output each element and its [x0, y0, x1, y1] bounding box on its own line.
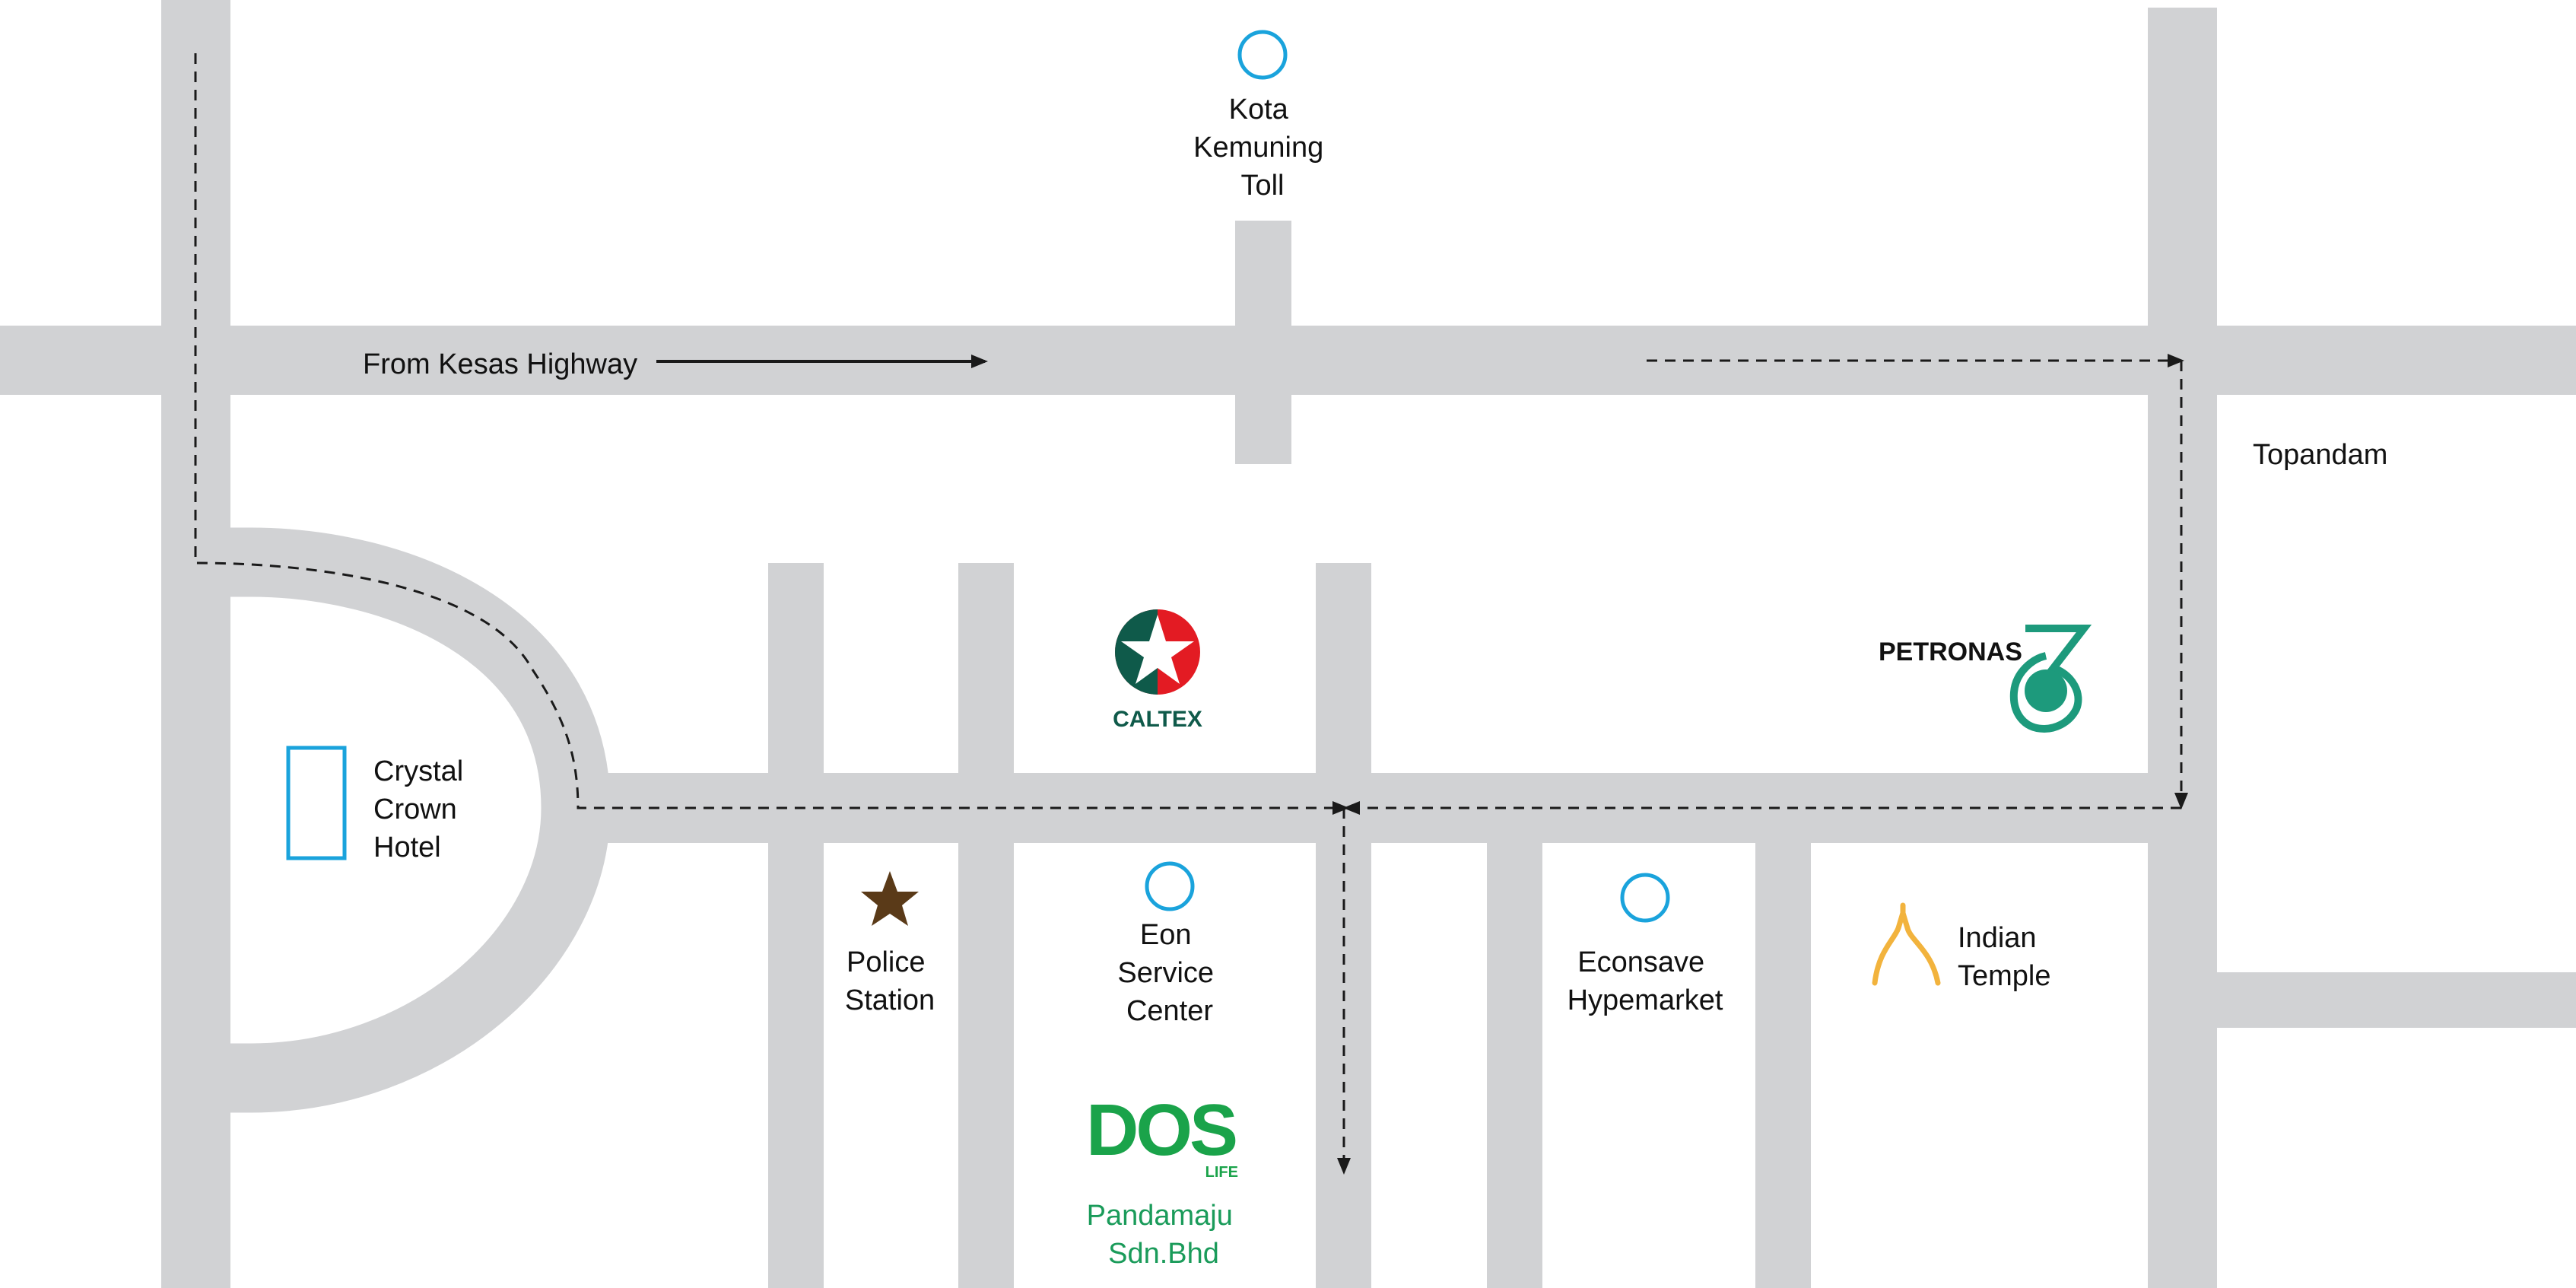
petronas-logo[interactable]: PETRONAS	[1879, 625, 2092, 733]
road-right-vertical	[2148, 8, 2217, 1288]
circle-ring-icon	[1145, 861, 1195, 911]
police-label-line-2: Station	[845, 984, 935, 1016]
caltex-star	[1121, 615, 1194, 684]
petronas-logo-text: PETRONAS	[1879, 638, 2022, 666]
dos-logo-subtext: LIFE	[1205, 1164, 1238, 1181]
temple-label-line-1: Indian	[1958, 922, 2037, 954]
poi-kota-kemuning-toll[interactable]: Kota Kemuning Toll	[1193, 30, 1332, 202]
hotel-label-line-1: Crystal	[373, 755, 463, 787]
hotel-label-line-2: Crown	[373, 793, 457, 825]
temple-label-line-2: Temple	[1958, 960, 2051, 992]
econsave-label-line-1: Econsave	[1577, 946, 1704, 978]
route-lines	[194, 53, 2188, 1175]
toll-label-line-2: Kemuning	[1193, 132, 1323, 164]
caltex-logo-text: CALTEX	[1113, 707, 1202, 732]
road-toll-stub	[1235, 221, 1291, 464]
poi-eon-service-center[interactable]: Eon Service Center	[1117, 861, 1221, 1027]
svg-text:Kota Kemuning Toll: Kota Kemuning Toll	[1193, 94, 1332, 202]
svg-text:Eon Service Center: Eon Service Center	[1117, 919, 1221, 1027]
route-path-left	[194, 53, 1349, 815]
road-lower-5	[1755, 843, 1811, 1288]
road-lower-4	[1487, 843, 1542, 1288]
poi-police-station[interactable]: Police Station	[845, 871, 935, 1016]
topandam-label: Topandam	[2253, 439, 2387, 471]
hotel-label-line-3: Hotel	[373, 832, 441, 863]
pandamaju-label-line-1: Pandamaju	[1087, 1200, 1233, 1232]
petronas-drop-icon	[2009, 625, 2092, 733]
star-icon	[861, 871, 919, 926]
dos-logo-text: DOS	[1086, 1089, 1236, 1171]
svg-text:Econsave Hypemarket: Econsave Hypemarket	[1568, 946, 1723, 1016]
circle-ring-icon	[1237, 30, 1288, 80]
eon-label-line-2: Service	[1117, 957, 1214, 989]
petronas-drop-fill	[2025, 669, 2067, 712]
poi-pandamaju[interactable]: Pandamaju Sdn.Bhd	[1087, 1200, 1241, 1270]
toll-label-line-3: Toll	[1240, 170, 1284, 202]
highway-label: From Kesas Highway	[363, 348, 637, 380]
circle-ring-icon	[1620, 873, 1670, 923]
eon-label-line-1: Eon	[1140, 919, 1192, 951]
poi-crystal-crown-hotel[interactable]: Crystal Crown Hotel	[286, 746, 472, 863]
svg-text:Police Station: Police Station	[845, 946, 935, 1016]
police-label-line-1: Police	[846, 946, 926, 978]
toll-label-line-1: Kota	[1229, 94, 1289, 126]
road-right-branch	[2217, 972, 2576, 1028]
dos-logo[interactable]: DOS LIFE	[1086, 1089, 1239, 1181]
road-upper-stub-3	[1316, 563, 1371, 773]
road-lower-2	[958, 843, 1014, 1288]
poi-econsave-hypermarket[interactable]: Econsave Hypemarket	[1568, 873, 1723, 1016]
road-upper-stub-2	[958, 563, 1014, 773]
road-upper-stub-1	[768, 563, 824, 773]
econsave-label-line-2: Hypemarket	[1568, 984, 1723, 1016]
svg-text:Crystal Crown Hote: Crystal Crown Hotel	[373, 755, 472, 863]
temple-arch-icon	[1872, 903, 1941, 986]
rectangle-outline-icon	[286, 746, 347, 860]
poi-indian-temple[interactable]: Indian Temple	[1872, 902, 2051, 992]
caltex-logo[interactable]: CALTEX	[1113, 609, 1202, 732]
pandamaju-label-line-2: Sdn.Bhd	[1108, 1238, 1219, 1270]
eon-label-line-3: Center	[1126, 995, 1213, 1027]
svg-text:Indian Temple: Indian Temple	[1958, 922, 2051, 992]
road-lower-1	[768, 843, 824, 1288]
svg-text:Pandamaju Sdn.Bhd: Pandamaju Sdn.Bhd	[1087, 1200, 1241, 1270]
